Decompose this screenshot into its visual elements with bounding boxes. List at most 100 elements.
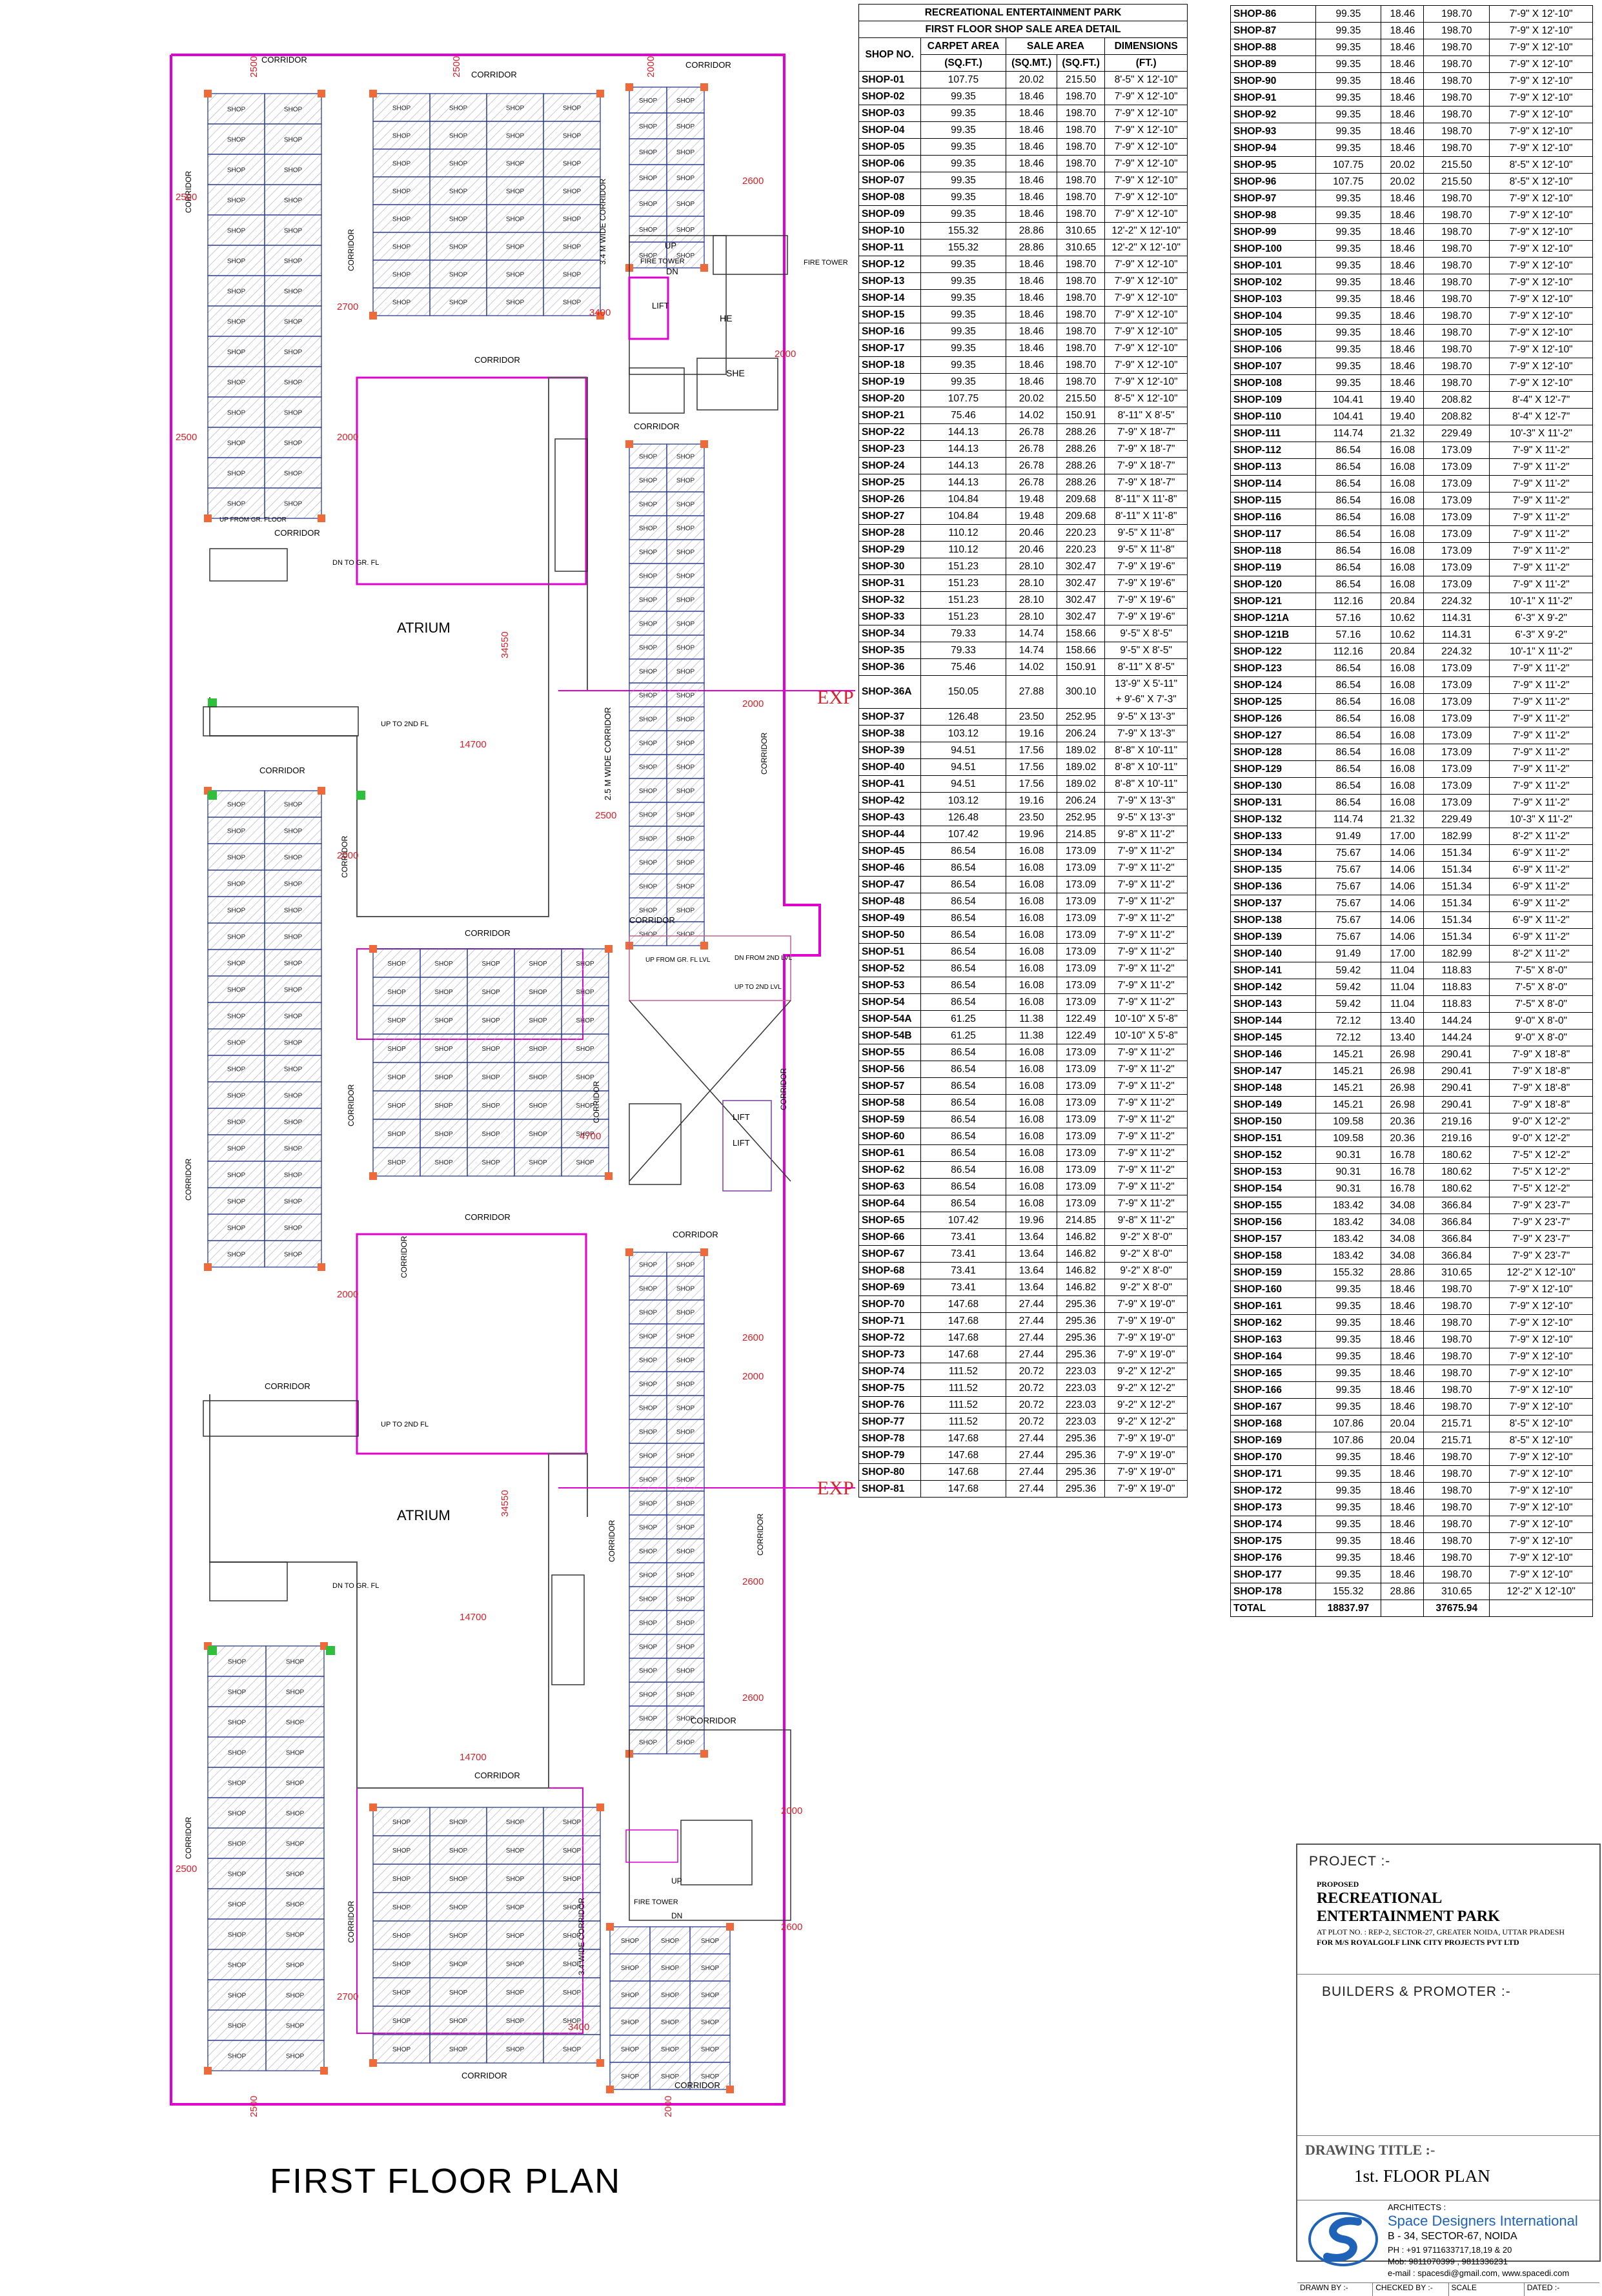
shop-number-cell: SHOP-112	[1230, 442, 1316, 459]
shop-number-cell: SHOP-135	[1230, 861, 1316, 879]
dimensions-cell: 10'-3" X 11'-2"	[1489, 811, 1593, 828]
sale-area-sqmt-cell: 18.46	[1006, 340, 1057, 357]
sale-area-sqmt-cell: 18.46	[1381, 358, 1425, 375]
dn-label: DN	[671, 1911, 682, 1920]
corridor-label: CORRIDOR	[471, 70, 517, 79]
shop-unit-label: SHOP	[639, 123, 658, 130]
carpet-area-cell: 99.35	[1315, 1281, 1382, 1298]
shop-unit-label: SHOP	[286, 1811, 305, 1818]
shop-unit	[207, 1108, 265, 1135]
shop-unit	[265, 1858, 325, 1889]
sale-area-sqft-cell: 229.49	[1423, 425, 1490, 442]
dimensions-cell: 7'-9" X 19'-0"	[1104, 1480, 1188, 1498]
shop-unit-label: SHOP	[676, 836, 695, 843]
shop-unit-label: SHOP	[576, 1074, 594, 1081]
shop-unit-label: SHOP	[228, 2023, 247, 2030]
shop-unit-label: SHOP	[639, 1262, 658, 1269]
column-marker	[204, 2067, 212, 2075]
shop-unit-label: SHOP	[482, 960, 500, 968]
dimensions-cell: 7'-9" X 11'-2"	[1104, 876, 1188, 893]
dimensions-cell: 9'-0" X 12'-2"	[1489, 1130, 1593, 1147]
shop-unit-label: SHOP	[434, 1017, 453, 1024]
shop-unit	[372, 1835, 431, 1865]
shop-unit-label: SHOP	[639, 1429, 658, 1436]
shop-unit	[264, 1214, 322, 1241]
dimensions-cell: 9'-2" X 12'-2"	[1104, 1413, 1188, 1430]
dimensions-cell: 7'-9" X 12'-10"	[1489, 190, 1593, 207]
sale-area-sqft-cell: 173.09	[1423, 458, 1490, 476]
corridor-label: CORRIDOR	[461, 2071, 507, 2080]
sale-area-sqft-cell: 173.09	[1056, 1094, 1106, 1112]
sale-area-sqft-cell: 189.02	[1056, 775, 1106, 793]
shop-unit-label: SHOP	[639, 669, 658, 676]
shop-unit	[264, 1081, 322, 1109]
shop-unit	[207, 949, 265, 977]
shop-unit-label: SHOP	[639, 1477, 658, 1484]
shop-unit-label: SHOP	[434, 989, 453, 996]
sale-area-sqmt-cell: 18.46	[1381, 123, 1425, 140]
carpet-area-cell: 72.12	[1315, 1029, 1382, 1046]
shop-unit-label: SHOP	[227, 1119, 246, 1126]
sale-area-sqft-cell: 223.03	[1056, 1413, 1106, 1430]
shop-number-cell: SHOP-43	[858, 809, 921, 826]
corridor-labels: CORRIDOR CORRIDOR CORRIDOR CORRIDOR CORR…	[259, 55, 736, 2090]
carpet-area-cell: 86.54	[1315, 576, 1382, 593]
shop-unit-label: SHOP	[392, 1876, 411, 1883]
sale-area-sqft-cell: 295.36	[1056, 1295, 1106, 1313]
carpet-area-cell: 94.51	[920, 758, 1007, 776]
shop-unit	[609, 2035, 651, 2063]
sale-area-sqft-cell: 151.34	[1423, 911, 1490, 929]
shop-unit	[264, 1187, 322, 1215]
shop-number-cell: SHOP-88	[1230, 39, 1316, 56]
dimensions-cell: 7'-9" X 11'-2"	[1489, 525, 1593, 543]
sale-area-sqft-cell: 173.09	[1056, 1128, 1106, 1145]
sale-area-sqmt-cell: 18.46	[1381, 341, 1425, 358]
shop-number-cell: SHOP-96	[1230, 173, 1316, 190]
sale-area-sqmt-cell: 16.08	[1381, 660, 1425, 677]
carpet-area-cell: 99.35	[1315, 1532, 1382, 1550]
carpet-area-cell: 147.68	[920, 1447, 1007, 1464]
sale-area-sqft-cell: 198.70	[1056, 272, 1106, 290]
shop-unit-label: SHOP	[529, 1017, 547, 1024]
sale-area-sqmt-cell: 20.04	[1381, 1415, 1425, 1432]
corridor-label: CORRIDOR	[347, 1900, 356, 1943]
shop-unit-label: SHOP	[639, 478, 658, 485]
carpet-area-cell: 99.35	[1315, 123, 1382, 140]
shop-unit	[264, 817, 322, 844]
shop-number-cell: SHOP-64	[858, 1195, 921, 1212]
dim-label: 2600	[781, 1922, 802, 1933]
shop-unit-label: SHOP	[639, 201, 658, 208]
shop-unit-label: SHOP	[639, 1644, 658, 1651]
column-marker	[318, 514, 325, 522]
shop-number-cell: SHOP-72	[858, 1329, 921, 1346]
shop-unit-label: SHOP	[621, 1992, 640, 1999]
shop-unit-label: SHOP	[392, 272, 411, 279]
carpet-area-cell: 86.54	[1315, 676, 1382, 694]
dimensions-cell: 8'-5" X 12'-10"	[1104, 390, 1188, 407]
shop-number-cell: SHOP-102	[1230, 274, 1316, 291]
shop-unit	[689, 2007, 731, 2036]
sale-area-sqmt-cell: 18.46	[1006, 306, 1057, 323]
sale-area-sqmt-cell: 27.44	[1006, 1480, 1057, 1498]
shop-unit-label: SHOP	[676, 669, 695, 676]
shop-number-cell: SHOP-94	[1230, 139, 1316, 157]
sale-area-sqft-cell: 198.70	[1423, 22, 1490, 39]
sale-area-sqft-cell: 146.82	[1056, 1279, 1106, 1296]
header-unit: (SQ.MT.)	[1006, 54, 1057, 72]
carpet-area-cell: 104.84	[920, 507, 1007, 525]
shop-unit-label: SHOP	[621, 1938, 640, 1945]
sale-area-sqmt-cell: 11.38	[1006, 1027, 1057, 1044]
sale-area-sqft-cell: 288.26	[1056, 423, 1106, 441]
